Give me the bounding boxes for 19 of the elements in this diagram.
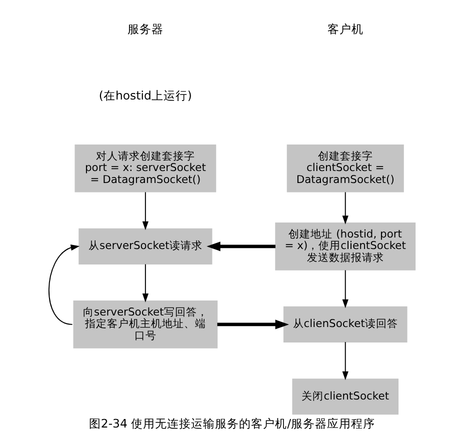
arrow [342, 342, 348, 380]
arrow [142, 192, 148, 230]
node-box: 创建地址 (hostid, port = x)，使用clientSocket发送数据报请求 [274, 222, 416, 270]
node-box: 从serverSocket读请求 [78, 228, 212, 264]
arrow [206, 242, 275, 252]
arrow [48, 244, 80, 325]
arrow [216, 320, 288, 330]
arrow [342, 192, 348, 224]
node-box: 从clienSocket读回答 [282, 306, 407, 342]
caption: 图2-34 使用无连接运输服务的客户机/服务器应用程序 [88, 416, 375, 430]
label: (在hostid上运行) [98, 88, 192, 102]
node-box: 关闭clientSocket [292, 378, 398, 415]
label: 客户机 [326, 22, 363, 36]
node-box: 创建套接字 clientSocket = DatagramSocket() [286, 144, 404, 192]
arrow [342, 270, 348, 308]
node-box: 向serverSocket写回答，指定客户机主机地址、端口号 [72, 300, 218, 348]
node-box: 对人请求创建套接字 port = x: serverSocket = DatagramSocket() [74, 144, 216, 192]
label: 服务器 [126, 22, 163, 36]
arrow [142, 264, 148, 302]
